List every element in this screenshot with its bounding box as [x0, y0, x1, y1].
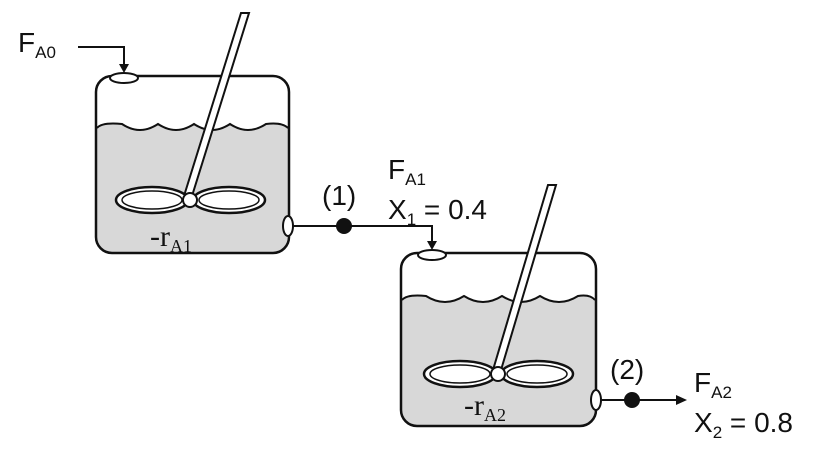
reactor-2: -rA2: [399, 184, 602, 428]
feed-stream-label: FA0: [18, 27, 56, 62]
stream-1-flow-label: FA1: [388, 154, 426, 189]
reactor-1-rate-label: -rA1: [150, 220, 192, 256]
reactor-1: -rA1: [94, 12, 294, 256]
stream-1-conversion-label: X1 = 0.4: [388, 194, 487, 229]
reactor-2-impeller: [422, 359, 575, 389]
stream-2-flow-label: FA2: [694, 367, 732, 402]
reactor-2-vessel: [399, 251, 598, 428]
product-arrowhead: [676, 395, 687, 405]
reactor-1-outlet-nozzle: [282, 215, 294, 237]
reactor-2-rate-label: -rA2: [464, 389, 506, 425]
reactor-1-liquid-surface: [96, 122, 289, 131]
point-2-label: (2): [610, 354, 644, 385]
point-1-label: (1): [322, 180, 356, 211]
sample-point-2: [624, 392, 640, 408]
feed-line: [78, 46, 125, 66]
transfer-arrowhead: [427, 241, 437, 250]
reactor-2-outlet-nozzle: [590, 389, 602, 411]
feed-arrowhead: [119, 64, 129, 73]
reactor-2-inlet-nozzle: [417, 249, 447, 261]
reactor-2-liquid-surface: [401, 294, 596, 303]
reactor-1-impeller: [114, 185, 267, 215]
sample-point-1: [336, 218, 352, 234]
stream-2-conversion-label: X2 = 0.8: [694, 407, 793, 442]
reactor-1-inlet-nozzle: [109, 72, 139, 84]
reactor-1-vessel: [94, 74, 291, 255]
